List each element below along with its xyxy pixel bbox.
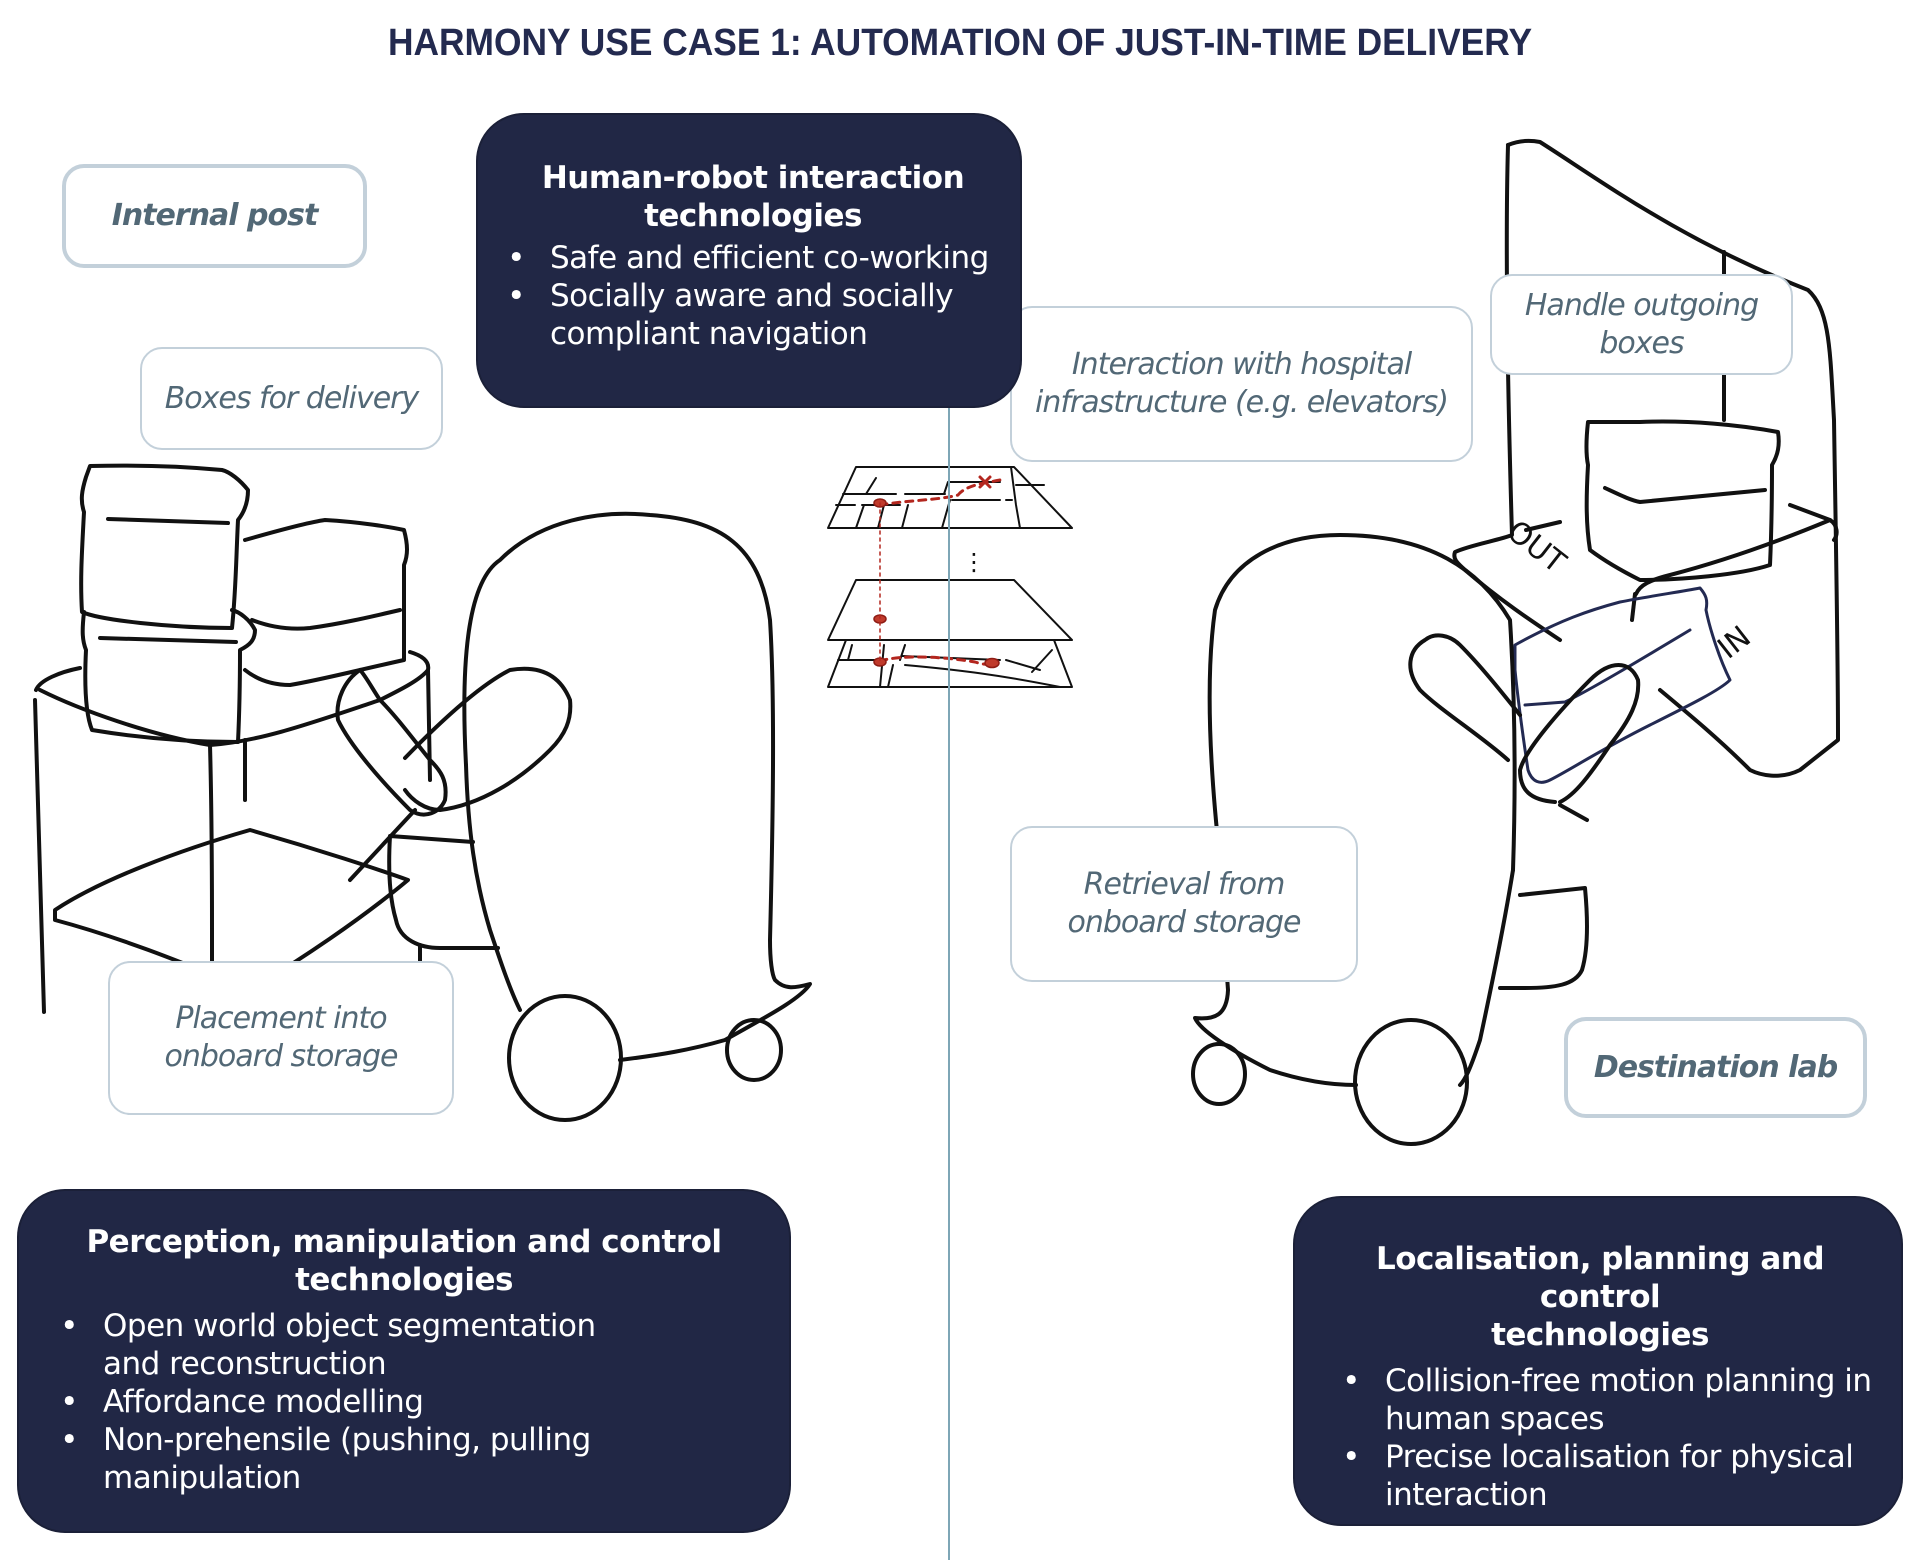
tray-in-label: IN — [1711, 619, 1757, 666]
tech-perception-title: Perception, manipulation and control tec… — [86, 1224, 722, 1298]
tech-localisation-list: •Collision-free motion planning in human… — [1321, 1362, 1879, 1514]
map-layer-intermediate-floor — [827, 579, 1073, 641]
diagram-title: HARMONY USE CASE 1: AUTOMATION OF JUST-I… — [387, 22, 1533, 64]
location-internal-post: Internal post — [62, 164, 367, 268]
label-interaction-line2: infrastructure (e.g. elevators) — [1035, 385, 1449, 420]
tech-hri-list: •Safe and efficient co-working •Socially… — [506, 239, 1000, 353]
map-layer-start-floor — [827, 639, 1073, 688]
label-placement-line1: Placement into — [175, 1001, 387, 1036]
label-interaction-line1: Interaction with hospital — [1071, 347, 1412, 382]
map-layer-destination-floor — [827, 466, 1073, 529]
tech-localisation-title: Localisation, planning and control techn… — [1375, 1241, 1825, 1353]
map-layers: ⋮ — [827, 466, 1073, 688]
tech-localisation-item: •Precise localisation for physical inter… — [1342, 1439, 1854, 1513]
location-destination-lab: Destination lab — [1564, 1017, 1867, 1118]
section-divider — [948, 408, 950, 1560]
label-boxes-for-delivery: Boxes for delivery — [140, 347, 443, 450]
tech-hri-item: •Socially aware and socially compliant n… — [507, 278, 954, 352]
label-handle-line1: Handle outgoing — [1524, 287, 1759, 323]
tech-hri-title: Human-robot interaction technologies — [541, 160, 965, 234]
label-placement-line2: onboard storage — [164, 1039, 398, 1074]
tech-box-human-robot-interaction: Human-robot interaction technologies •Sa… — [476, 113, 1022, 408]
location-internal-post-text: Internal post — [111, 198, 319, 233]
tech-box-perception-manipulation: Perception, manipulation and control tec… — [17, 1189, 791, 1533]
left-robot-sketch — [335, 511, 812, 1122]
tech-box-localisation-planning: Localisation, planning and control techn… — [1293, 1196, 1903, 1526]
label-boxes-for-delivery-text: Boxes for delivery — [164, 380, 420, 416]
label-handle-line2: boxes — [1599, 325, 1684, 361]
label-handle-outgoing: Handle outgoing boxes — [1490, 274, 1793, 375]
label-retrieval-line1: Retrieval from — [1083, 867, 1286, 902]
tech-localisation-item: •Collision-free motion planning in human… — [1342, 1363, 1872, 1437]
tech-hri-item: •Safe and efficient co-working — [507, 240, 989, 276]
label-placement-onboard: Placement into onboard storage — [108, 961, 454, 1115]
tech-perception-item: •Affordance modelling — [60, 1384, 424, 1420]
map-ellipsis: ⋮ — [962, 548, 986, 576]
location-destination-lab-text: Destination lab — [1593, 1049, 1838, 1085]
tech-perception-item: •Open world object segmentation and reco… — [60, 1308, 596, 1382]
lab-hatch-sketch: OUT IN — [1452, 138, 1840, 778]
label-retrieval-line2: onboard storage — [1067, 905, 1301, 940]
label-infrastructure-interaction: Interaction with hospital infrastructure… — [1010, 306, 1473, 462]
delivery-boxes-stack — [79, 463, 409, 744]
held-box-sketch — [1513, 586, 1732, 784]
tech-perception-item: •Non-prehensile (pushing, pulling manipu… — [60, 1422, 591, 1496]
label-retrieval-onboard: Retrieval from onboard storage — [1010, 826, 1358, 982]
tech-perception-list: •Open world object segmentation and reco… — [59, 1307, 749, 1497]
